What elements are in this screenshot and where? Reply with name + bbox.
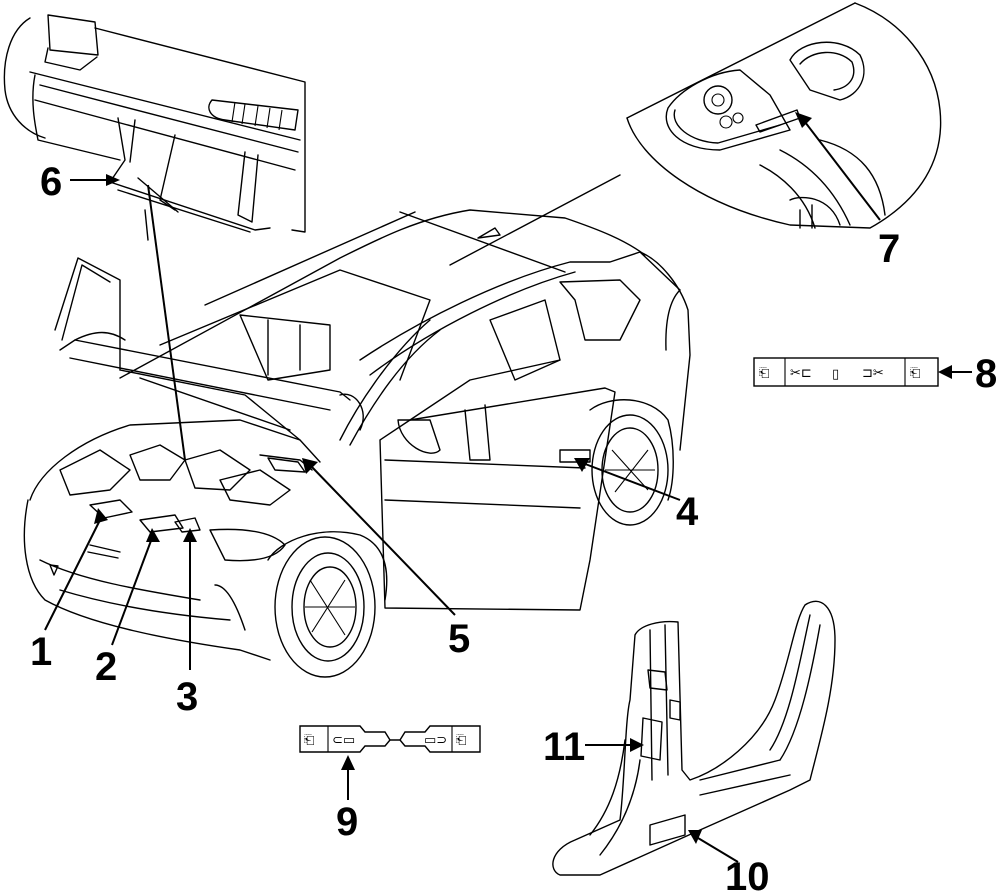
callout-7: 7 [878, 227, 900, 271]
callout-4: 4 [676, 490, 699, 534]
unlock-icon: ⎗ [304, 733, 314, 748]
callout-11: 11 [543, 725, 585, 769]
unlock-icon: ⎗ [456, 733, 466, 748]
callout-6: 6 [40, 160, 62, 204]
callout-2: 2 [95, 645, 117, 689]
cable-cut-icon: ✂⊏ [790, 366, 812, 381]
callout-2-arrow [146, 528, 160, 542]
callout-11-arrow [630, 738, 644, 752]
callout-5: 5 [448, 617, 470, 661]
b-pillar-label-part [640, 717, 663, 761]
bar-icon: ▯ [832, 367, 839, 382]
callout-leaders: 1 2 3 4 5 [30, 184, 699, 719]
callout-1-arrow [94, 508, 108, 524]
leader-7-to-roof [449, 174, 621, 266]
charge-port-inset: 7 [626, 2, 942, 271]
hood-label-5-part [267, 457, 306, 473]
callout-9-arrow [341, 755, 355, 770]
callout-3: 3 [176, 675, 198, 719]
vehicle-drawing [23, 174, 691, 678]
callout-10-arrow [688, 830, 702, 844]
cable-cut-icon: ⊐✂ [862, 366, 884, 381]
callout-8: 8 [975, 352, 997, 396]
unlock-icon: ⎗ [910, 366, 920, 381]
connector-icon: ▭⊃ [424, 733, 447, 748]
callout-5-arrow [302, 458, 318, 474]
connector-icon: ⊂▭ [332, 733, 355, 748]
callout-7-arrow [795, 112, 812, 128]
callout-10: 10 [725, 855, 770, 892]
sill-label-part [649, 814, 686, 846]
unlock-icon: ⎗ [759, 366, 769, 381]
callout-4-arrow [574, 458, 590, 472]
label-strip-9: ⎗ ⊂▭ ▭⊃ ⎗ 9 [299, 725, 481, 844]
door-panel-inset: 6 [3, 14, 306, 241]
callout-6-arrow [106, 174, 120, 186]
label-strip-8: ⎗ ✂⊏ ▯ ⊐✂ ⎗ 8 [753, 352, 997, 396]
callout-9: 9 [336, 800, 358, 844]
callout-8-arrow [938, 365, 952, 379]
charge-port-label-part [755, 109, 801, 133]
callout-3-arrow [183, 528, 197, 542]
engine-label-2-part [139, 514, 184, 533]
callout-1: 1 [30, 630, 52, 674]
door-label-4-part [559, 449, 591, 463]
b-pillar-sill-inset: 11 10 [543, 600, 836, 892]
engine-label-3-part [174, 517, 201, 533]
